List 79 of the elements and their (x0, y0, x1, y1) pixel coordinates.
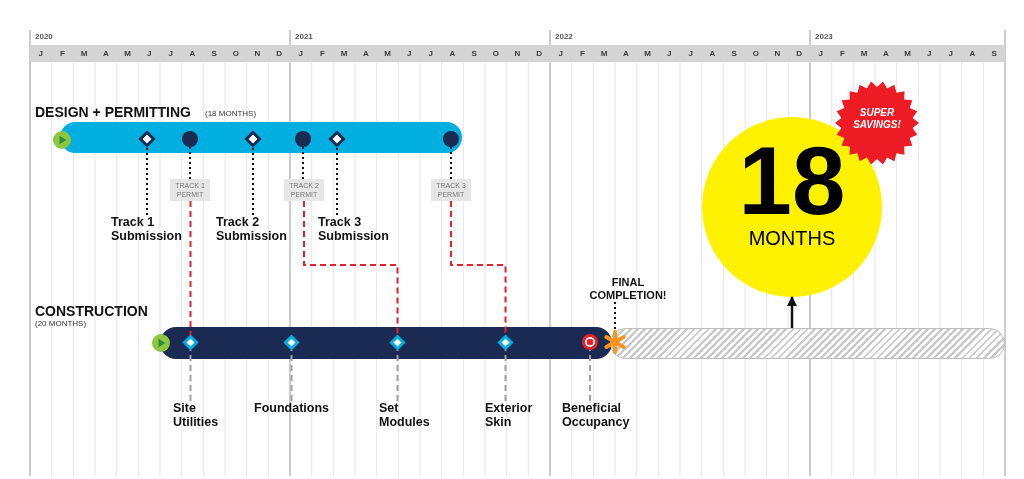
phase-heading: DESIGN + PERMITTING (35, 104, 191, 120)
milestone-label: Track 2 Submission (216, 215, 288, 243)
leader-line (302, 146, 304, 180)
leader-line (614, 301, 616, 331)
phase-heading: CONSTRUCTION (35, 303, 148, 319)
leader-line (450, 146, 452, 180)
month-label: J (427, 49, 435, 58)
month-label: J (817, 49, 825, 58)
month-label: J (145, 49, 153, 58)
month-label: A (621, 49, 630, 58)
month-label: A (188, 49, 197, 58)
month-label: M (643, 49, 652, 58)
month-label: F (579, 49, 586, 58)
month-label: M (123, 49, 132, 58)
month-label: D (275, 49, 284, 58)
month-label: J (297, 49, 305, 58)
month-label: A (448, 49, 457, 58)
milestone-label: Beneficial Occupancy (562, 401, 631, 429)
dashed-connector (589, 349, 591, 402)
month-label: J (947, 49, 955, 58)
milestone-label: Foundations (254, 401, 330, 415)
month-label: S (990, 49, 998, 58)
month-label: S (470, 49, 478, 58)
year-label: 2022 (555, 32, 573, 41)
duration-note: (20 MONTHS) (35, 319, 87, 328)
month-label: M (599, 49, 609, 58)
month-label: M (339, 49, 349, 58)
milestone-label: Exterior Skin (485, 401, 534, 429)
milestone-label: Set Modules (379, 401, 431, 429)
month-label: M (859, 49, 869, 58)
month-label: N (773, 49, 782, 58)
leader-line (189, 146, 191, 180)
month-label: A (101, 49, 110, 58)
milestone-label: Site Utilities (173, 401, 220, 429)
month-label: S (730, 49, 738, 58)
month-label: O (751, 49, 760, 58)
month-label: A (968, 49, 977, 58)
dashed-connector (396, 349, 399, 402)
month-label: D (535, 49, 544, 58)
month-label: M (79, 49, 89, 58)
month-label: D (795, 49, 804, 58)
month-label: M (903, 49, 912, 58)
month-label: J (925, 49, 933, 58)
dashed-connector (450, 200, 507, 336)
month-label: F (319, 49, 326, 58)
month-label: J (557, 49, 565, 58)
leader-line (336, 146, 338, 216)
month-label: J (167, 49, 175, 58)
leader-line (146, 146, 148, 216)
dashed-connector (504, 349, 507, 402)
month-label: M (383, 49, 392, 58)
leader-line (252, 146, 254, 216)
month-label: O (491, 49, 500, 58)
year-label: 2021 (295, 32, 313, 41)
month-label: N (513, 49, 522, 58)
dashed-connector (303, 200, 399, 336)
year-label: 2023 (815, 32, 833, 41)
month-label: J (687, 49, 695, 58)
month-label: O (231, 49, 240, 58)
dashed-connector (189, 200, 192, 336)
month-label: N (253, 49, 262, 58)
month-label: J (665, 49, 673, 58)
dashed-connector (290, 349, 293, 402)
arrow (787, 296, 797, 328)
month-label: S (210, 49, 218, 58)
month-label: F (839, 49, 846, 58)
month-label: A (361, 49, 370, 58)
completion-label: FINAL COMPLETION! (588, 276, 668, 302)
milestone-label: Track 3 Submission (318, 215, 390, 243)
badge-text: SUPER SAVINGS! (852, 107, 902, 131)
month-label: A (708, 49, 717, 58)
month-label: J (37, 49, 45, 58)
month-label: J (405, 49, 413, 58)
dashed-connector (189, 349, 192, 402)
month-label: A (881, 49, 890, 58)
milestone-label: Track 1 Submission (111, 215, 183, 243)
year-label: 2020 (35, 32, 53, 41)
duration-note: (18 MONTHS) (205, 109, 257, 118)
month-label: F (59, 49, 66, 58)
